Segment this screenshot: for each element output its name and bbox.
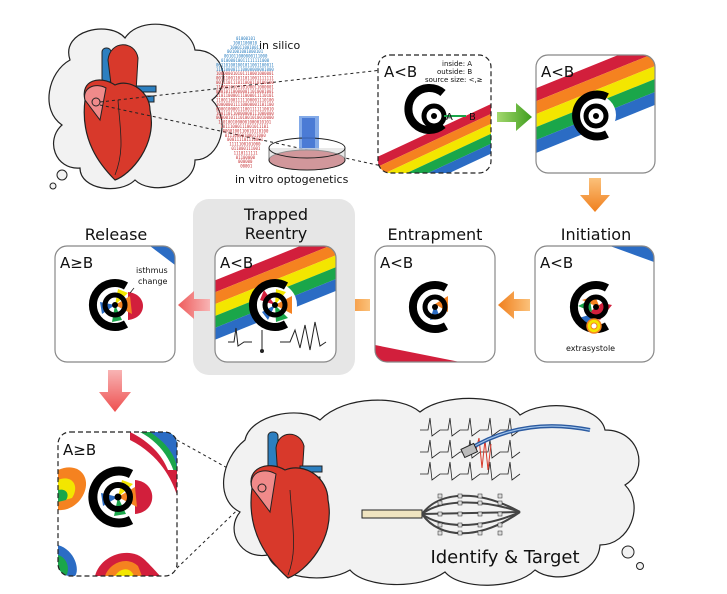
- svg-text:10111000111001011101: 10111000111001011101: [220, 124, 269, 129]
- heart-illustration-bottom: [250, 431, 330, 579]
- stage-title-trapped-line2: Reentry: [245, 224, 308, 243]
- in-silico-label: in silico: [259, 39, 300, 52]
- in-vitro-label: in vitro optogenetics: [235, 173, 349, 186]
- panel-entrapment-condition: A<B: [380, 254, 413, 272]
- svg-text:01100000: 01100000: [236, 155, 256, 160]
- svg-text:100000011110000001101100: 100000011110000001101100: [216, 102, 274, 107]
- legend-source-size: source size: <,≥: [425, 76, 483, 84]
- basket-catheter: [361, 493, 521, 536]
- svg-text:001110111011000110100100: 001110111011000110100100: [216, 80, 274, 85]
- svg-text:000010000111001111110010: 000010000111001111110010: [216, 106, 274, 111]
- svg-text:001110011011011001111111: 001110011011011001111111: [216, 76, 274, 81]
- svg-text:01000101: 01000101: [236, 36, 256, 41]
- arrow-trapped-to-release: [178, 291, 210, 319]
- panel-setup-result-condition: A<B: [541, 63, 574, 81]
- svg-text:1111100101000: 1111100101000: [229, 142, 261, 147]
- svg-text:100110110000000111000000: 100110110000000111000000: [216, 111, 274, 116]
- marker-b: B: [469, 112, 476, 123]
- marker-a: A: [446, 112, 453, 123]
- panel-initiation-condition: A<B: [540, 254, 573, 272]
- svg-text:001011000000111000: 001011000000111000: [224, 54, 268, 59]
- svg-text:011000111001: 011000111001: [231, 146, 260, 151]
- svg-text:000001011101001010010000: 000001011101001010010000: [216, 115, 274, 120]
- arrow-setup-to-result: [497, 103, 532, 131]
- svg-text:110011001111100001110100: 110011001111100001110100: [216, 98, 274, 103]
- arrow-release-to-zoom: [99, 370, 131, 412]
- stage-title-initiation: Initiation: [561, 225, 631, 244]
- panel-initiation: A<B extrasystole: [534, 245, 655, 363]
- svg-text:000111101110001: 000111101110001: [227, 137, 264, 142]
- panel-entrapment: A<B: [374, 245, 496, 363]
- svg-text:110100001110000000001000: 110100001110000000001000: [216, 67, 274, 72]
- catheter: [460, 424, 591, 459]
- svg-text:01000010011111111000: 01000010011111111000: [221, 58, 270, 63]
- stage-title-release: Release: [85, 225, 148, 244]
- isthmus-label-line1: isthmus: [136, 266, 168, 275]
- svg-text:001001001000101: 001001001000101: [227, 49, 264, 54]
- svg-text:1110111111: 1110111111: [234, 150, 259, 155]
- svg-text:1101001000001000010101: 1101001000001000010101: [218, 120, 272, 125]
- bottom-thought-cloud: [222, 397, 644, 586]
- identify-target-label: Identify & Target: [430, 547, 579, 568]
- svg-text:1001100010: 1001100010: [233, 40, 258, 45]
- svg-text:01110000100011000: 01110000100011000: [225, 133, 267, 138]
- arrow-result-to-initiation: [580, 178, 610, 212]
- svg-text:00001: 00001: [240, 164, 253, 169]
- panel-zoom: A≥B: [57, 431, 178, 577]
- panel-release-condition: A≥B: [60, 254, 93, 272]
- svg-text:100000010101110001000001: 100000010101110001000001: [216, 71, 274, 76]
- panel-trapped-condition: A<B: [220, 254, 253, 272]
- stage-title-entrapment: Entrapment: [388, 225, 483, 244]
- svg-text:000101100000011010001001: 000101100000011010001001: [216, 89, 274, 94]
- legend-outside: outside: B: [437, 68, 472, 76]
- svg-text:110001010110100011000001: 110001010110100011000001: [216, 84, 274, 89]
- stage-title-trapped-line1: Trapped: [243, 205, 308, 224]
- isthmus-label-line2: change: [138, 277, 168, 286]
- svg-text:000000: 000000: [238, 159, 253, 164]
- svg-text:001101001001011001100011: 001101001001011001100011: [216, 62, 274, 67]
- arrow-initiation-to-entrapment: [498, 291, 530, 319]
- extrasystole-label: extrasystole: [566, 344, 615, 353]
- legend-inside: inside: A: [442, 60, 472, 68]
- svg-text:1000110010011: 1000110010011: [230, 45, 262, 50]
- svg-text:110110000111000011110101: 110110000111000011110101: [216, 93, 274, 98]
- petri-dish: [268, 116, 346, 171]
- ecg-traces: [420, 417, 521, 481]
- panel-setup-condition: A<B: [384, 63, 417, 81]
- panel-zoom-condition: A≥B: [63, 441, 96, 459]
- svg-text:0000100110010110100: 0000100110010110100: [223, 128, 269, 133]
- panel-setup-result: A<B: [535, 54, 656, 174]
- in-silico-binary-heart: 0100010110011000101000110010011001001001…: [216, 36, 274, 169]
- panel-setup: A<B inside: A outside: B source size: <,…: [377, 54, 492, 174]
- panel-release: A≥B isthmus change: [54, 245, 176, 363]
